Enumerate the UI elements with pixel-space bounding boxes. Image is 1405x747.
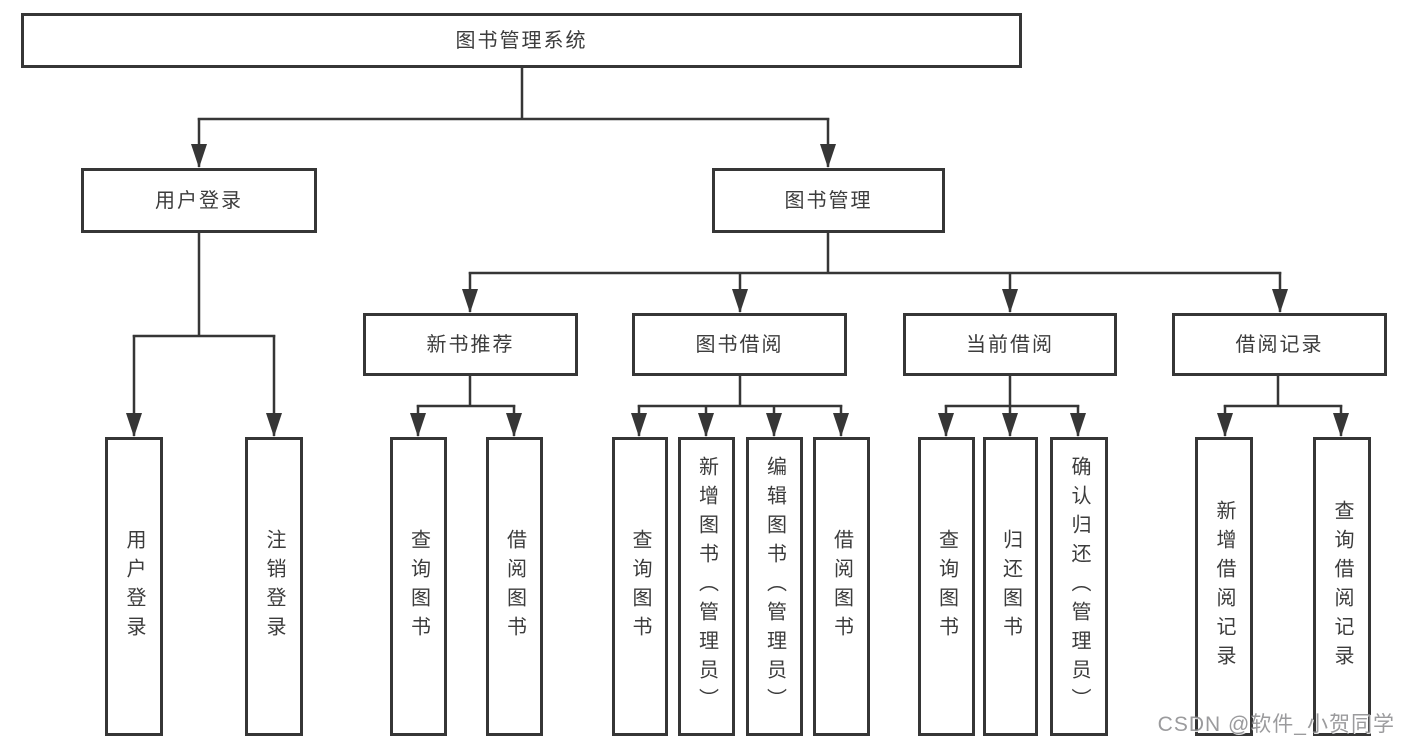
node-label: 图书管理 [784,189,873,212]
elbow-book-borrowing [637,376,843,408]
node-book-borrowing: 图书借阅 [632,313,847,376]
node-label: 确认归还（管理员） [1068,456,1090,717]
node-label: 新增借阅记录 [1213,499,1235,674]
leaf-confirm-return-admin: 确认归还（管理员） [1050,437,1108,736]
node-label: 借阅记录 [1235,333,1324,356]
elbow-current-borrowing [944,376,1080,408]
node-label: 新增图书（管理员） [695,456,718,717]
leaf-logout: 注销登录 [245,437,303,736]
elbow-borrow-records [1223,376,1343,408]
leaf-add-books-admin: 新增图书（管理员） [678,437,735,736]
node-label: 图书借阅 [695,333,784,356]
node-user-login: 用户登录 [81,168,317,233]
node-label: 查询图书 [935,528,958,645]
node-current-borrowing: 当前借阅 [903,313,1117,376]
node-label: 查询图书 [629,528,651,645]
node-label: 编辑图书（管理员） [763,456,786,717]
node-borrow-records: 借阅记录 [1172,313,1387,376]
node-label: 归还图书 [999,528,1022,645]
leaf-query-books-recommend: 查询图书 [390,437,447,736]
leaf-query-books-current: 查询图书 [918,437,975,736]
node-label: 借阅图书 [830,528,853,645]
elbow-book-management [468,233,1282,275]
leaf-query-books-borrowing: 查询图书 [612,437,668,736]
csdn-watermark: CSDN @软件_小贺同学 [1157,713,1395,736]
leaf-add-borrow-record: 新增借阅记录 [1195,437,1253,736]
node-label: 注销登录 [263,528,285,645]
leaf-borrow-books-recommend: 借阅图书 [486,437,543,736]
node-root-system: 图书管理系统 [21,13,1022,68]
node-label: 用户登录 [123,528,145,645]
leaf-user-login: 用户登录 [105,437,163,736]
elbow-root [197,67,830,121]
node-new-book-recommend: 新书推荐 [363,313,578,376]
elbow-user-login [132,233,276,338]
node-label: 借阅图书 [503,528,526,645]
leaf-return-books: 归还图书 [983,437,1038,736]
node-label: 用户登录 [155,189,243,212]
node-book-management: 图书管理 [712,168,945,233]
node-label: 图书管理系统 [455,29,588,52]
leaf-edit-books-admin: 编辑图书（管理员） [746,437,803,736]
elbow-new-book-recommend [416,376,516,408]
leaf-borrow-books: 借阅图书 [813,437,870,736]
node-label: 查询图书 [407,528,430,645]
leaf-query-borrow-record: 查询借阅记录 [1313,437,1371,736]
node-label: 查询借阅记录 [1331,499,1353,674]
node-label: 新书推荐 [426,333,515,356]
node-label: 当前借阅 [966,333,1054,356]
